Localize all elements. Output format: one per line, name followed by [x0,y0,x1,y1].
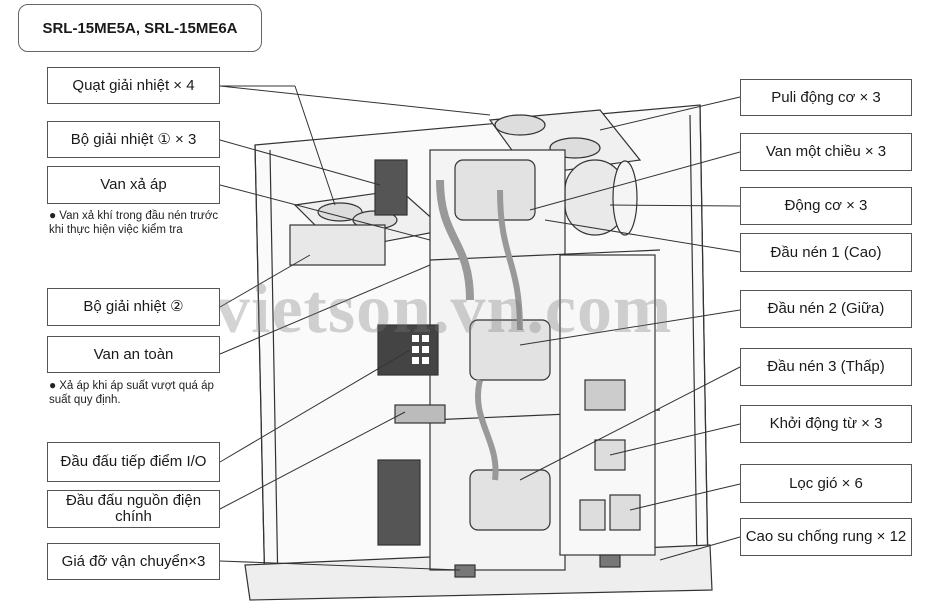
leader-pulley [599,96,741,131]
label-check-valve: Van một chiều × 3 [740,133,912,171]
note-relief-text: Van xả khí trong đầu nén trước khi thực … [49,210,219,236]
leader-starter [609,423,741,456]
leader-bracket [219,560,461,571]
bullet-icon: ● [49,208,57,222]
bullet-icon: ● [49,378,57,392]
cooler-lower [377,459,421,546]
note-safety-text: Xả áp khi áp suất vượt quá áp suất quy đ… [49,380,214,406]
leader-io [219,349,411,463]
pipe-1 [436,179,474,301]
head-3 [469,469,551,531]
note-safety-valve: ●Xả áp khi áp suất vượt quá áp suất quy … [49,378,229,407]
label-head-1: Đầu nén 1 (Cao) [740,233,912,272]
leader-safety [219,264,431,355]
label-transport-bracket: Giá đỡ vận chuyển×3 [47,543,220,580]
head-1 [454,159,536,221]
leader-relief [219,184,431,241]
pipe-3 [475,379,499,481]
label-cooler-2: Bộ giải nhiệt ② [47,288,220,326]
label-filter: Lọc gió × 6 [740,464,912,503]
leader-rubber [659,536,741,561]
terminal-block [584,379,626,411]
head-2 [469,319,551,381]
label-power-terminal: Đầu đấu nguồn điện chính [47,490,220,528]
power-terminal-plate [394,404,446,424]
leader-filter [629,483,741,511]
label-fan: Quạt giải nhiệt × 4 [47,67,220,104]
fan-right [494,114,546,136]
leader-head2 [519,309,741,346]
leader-head3 [519,366,741,481]
motor-end [612,160,638,236]
label-cooler-1: Bộ giải nhiệt ① × 3 [47,121,220,158]
label-motor: Động cơ × 3 [740,187,912,225]
starter-2 [609,494,641,531]
cooler-1 [374,159,408,216]
label-safety-valve: Van an toàn [47,336,220,373]
leader-cooler2 [219,254,311,308]
leader-power [219,411,406,510]
leader-fan-b [294,85,336,206]
note-relief-valve: ●Van xả khí trong đầu nén trước khi thực… [49,208,229,237]
label-starter: Khởi động từ × 3 [740,405,912,443]
leader-cooler1 [219,139,381,186]
label-io-terminal: Đầu đấu tiếp điểm I/O [47,442,220,482]
leader-fan-c [219,85,491,116]
label-relief-valve: Van xả áp [47,166,220,204]
pipe-2 [497,189,523,331]
starter-3 [579,499,606,531]
model-title: SRL-15ME5A, SRL-15ME6A [18,4,262,52]
leader-check [529,151,741,211]
label-pulley: Puli động cơ × 3 [740,79,912,116]
cooler-2 [289,224,386,266]
leader-head1 [544,219,741,253]
transport-bracket-2 [599,554,621,568]
fan-left [317,202,363,222]
label-head-2: Đầu nén 2 (Giữa) [740,290,912,328]
io-block [377,324,439,376]
leader-motor [609,204,741,207]
transport-bracket-1 [454,564,476,578]
label-head-3: Đầu nén 3 (Thấp) [740,348,912,386]
label-rubber: Cao su chống rung × 12 [740,518,912,556]
